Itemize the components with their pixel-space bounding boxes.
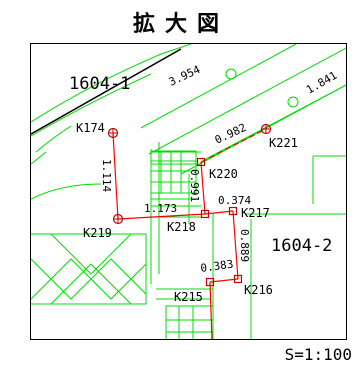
distance-label: 0.991 — [188, 169, 201, 202]
distance-label: 1.841 — [304, 69, 339, 97]
point-label: K221 — [269, 136, 298, 150]
point-marker-square — [196, 157, 206, 167]
point-label: K215 — [174, 290, 203, 304]
distance-label: 3.954 — [167, 63, 203, 89]
point-k174: K174 — [76, 121, 119, 139]
map-title: 拡大図 — [132, 12, 229, 37]
point-k217: K217 — [228, 206, 270, 220]
point-k218: K218 — [167, 209, 210, 234]
point-label: K218 — [167, 220, 196, 234]
point-marker-square — [228, 206, 238, 216]
point-label: K216 — [244, 283, 273, 297]
point-k219: K219 — [83, 213, 124, 240]
parcel-label-1604-1: 1604-1 — [69, 74, 130, 94]
scale-label: S=1:100 — [284, 345, 352, 364]
point-label: K174 — [76, 121, 105, 135]
distance-label: 0.982 — [213, 121, 249, 147]
point-k215: K215 — [174, 277, 215, 304]
cadastral-line — [31, 48, 182, 135]
point-label: K217 — [241, 206, 270, 220]
point-marker-square — [233, 274, 243, 284]
parcel-label-1604-2: 1604-2 — [271, 236, 332, 256]
boundary-lines — [112, 128, 267, 339]
distance-label: 0.383 — [200, 257, 235, 274]
enlarged-map: K174 K221 K219 K220 K218 K217 K215 — [30, 43, 347, 340]
point-label: K219 — [83, 226, 112, 240]
distance-label: 0.889 — [238, 229, 251, 262]
point-k220: K220 — [196, 157, 238, 181]
distance-label: 0.374 — [218, 194, 251, 207]
distance-label: 1.114 — [100, 159, 113, 192]
distance-label: 1.173 — [144, 202, 177, 215]
background-linework — [31, 44, 346, 339]
map-canvas: K174 K221 K219 K220 K218 K217 K215 — [31, 44, 346, 339]
point-k221: K221 — [260, 123, 298, 150]
point-marker-square — [200, 209, 210, 219]
point-label: K220 — [209, 167, 238, 181]
point-k216: K216 — [233, 274, 273, 297]
point-marker-square — [205, 277, 215, 287]
